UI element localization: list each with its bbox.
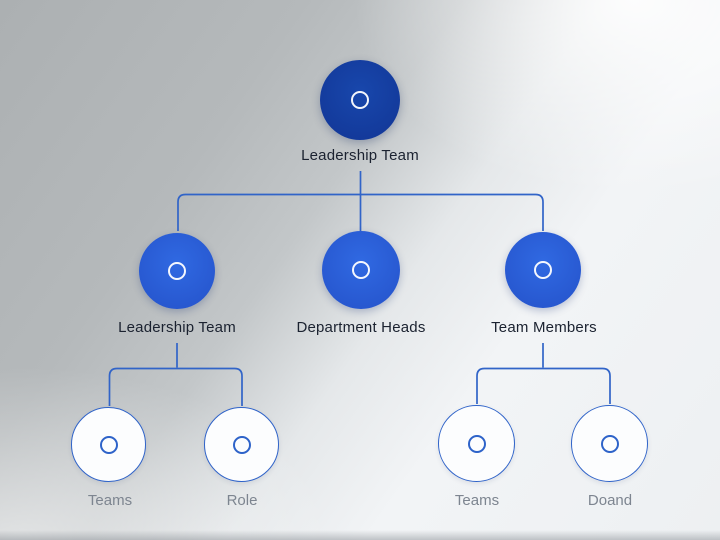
node-label-leadership-team: Leadership Team bbox=[118, 319, 236, 336]
ring-icon bbox=[351, 91, 369, 109]
node-label-role: Role bbox=[226, 492, 258, 509]
node-label-doand: Doand bbox=[587, 492, 633, 509]
node-label-team-members: Team Members bbox=[491, 319, 597, 336]
node-team-members[interactable] bbox=[505, 232, 581, 308]
node-leadership-team[interactable] bbox=[139, 233, 215, 309]
node-label-department-heads: Department Heads bbox=[296, 319, 426, 336]
node-label-teams-left: Teams bbox=[87, 492, 133, 509]
ring-icon bbox=[600, 434, 619, 453]
node-department-heads[interactable] bbox=[322, 231, 400, 309]
node-label-root: Leadership Team bbox=[301, 147, 419, 164]
connector-right-bar bbox=[476, 367, 611, 404]
connector-level2-bar bbox=[177, 193, 544, 231]
ring-icon bbox=[352, 261, 370, 279]
node-teams-right[interactable] bbox=[438, 405, 515, 482]
ring-icon bbox=[534, 261, 552, 279]
connector-left-bar bbox=[108, 367, 243, 406]
ring-icon bbox=[467, 434, 486, 453]
node-doand[interactable] bbox=[571, 405, 648, 482]
ring-icon bbox=[168, 262, 186, 280]
node-leadership-team-root[interactable] bbox=[320, 60, 400, 140]
node-teams-left[interactable] bbox=[71, 407, 146, 482]
bottom-shadow bbox=[0, 530, 720, 540]
ring-icon bbox=[232, 435, 251, 454]
node-label-teams-right: Teams bbox=[454, 492, 500, 509]
node-role[interactable] bbox=[204, 407, 279, 482]
ring-icon bbox=[99, 435, 118, 454]
